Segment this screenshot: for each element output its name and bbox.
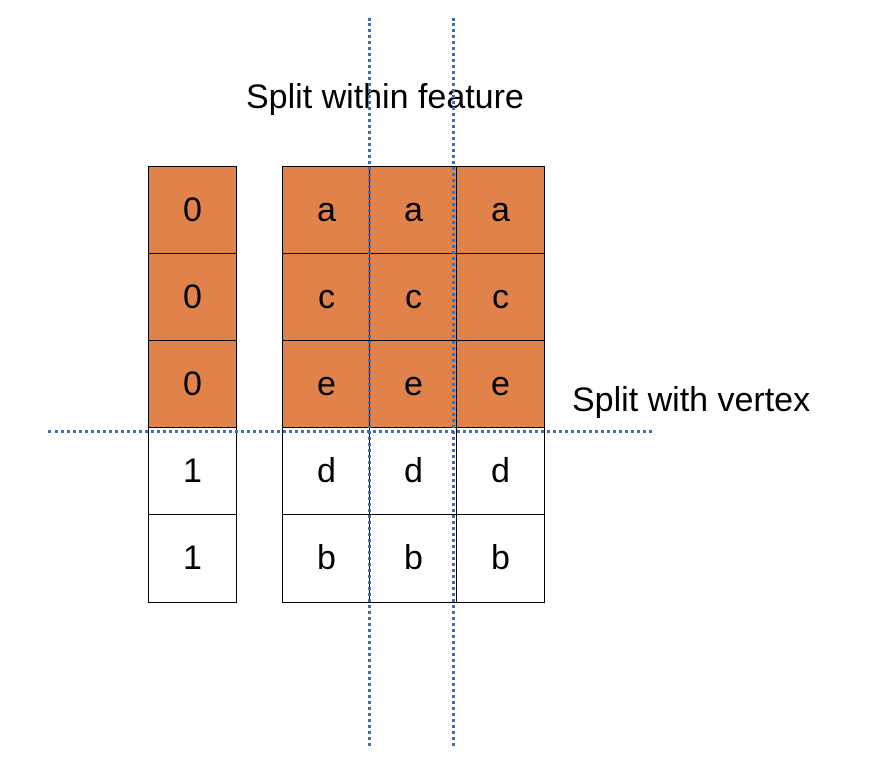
feature-cell: a bbox=[369, 166, 458, 255]
feature-cell: a bbox=[282, 166, 371, 255]
split-with-vertex-label: Split with vertex bbox=[572, 381, 811, 419]
vertex-split-line bbox=[48, 430, 652, 433]
feature-cell: a bbox=[456, 166, 545, 255]
feature-cell: c bbox=[282, 253, 371, 342]
label-cell: 1 bbox=[148, 427, 237, 516]
feature-cell: c bbox=[456, 253, 545, 342]
split-within-feature-label: Split within feature bbox=[246, 78, 524, 116]
feature-cell: b bbox=[456, 514, 545, 603]
feature-cell: e bbox=[456, 340, 545, 429]
feature-split-line-1 bbox=[368, 18, 371, 746]
feature-split-line-2 bbox=[452, 18, 455, 746]
label-cell: 0 bbox=[148, 340, 237, 429]
label-cell: 1 bbox=[148, 514, 237, 603]
feature-cell: d bbox=[369, 427, 458, 516]
feature-cell: d bbox=[456, 427, 545, 516]
feature-cell: b bbox=[369, 514, 458, 603]
feature-cell: e bbox=[369, 340, 458, 429]
feature-cell: c bbox=[369, 253, 458, 342]
feature-cell: b bbox=[282, 514, 371, 603]
label-cell: 0 bbox=[148, 253, 237, 342]
label-cell: 0 bbox=[148, 166, 237, 255]
feature-cell: d bbox=[282, 427, 371, 516]
feature-cell: e bbox=[282, 340, 371, 429]
